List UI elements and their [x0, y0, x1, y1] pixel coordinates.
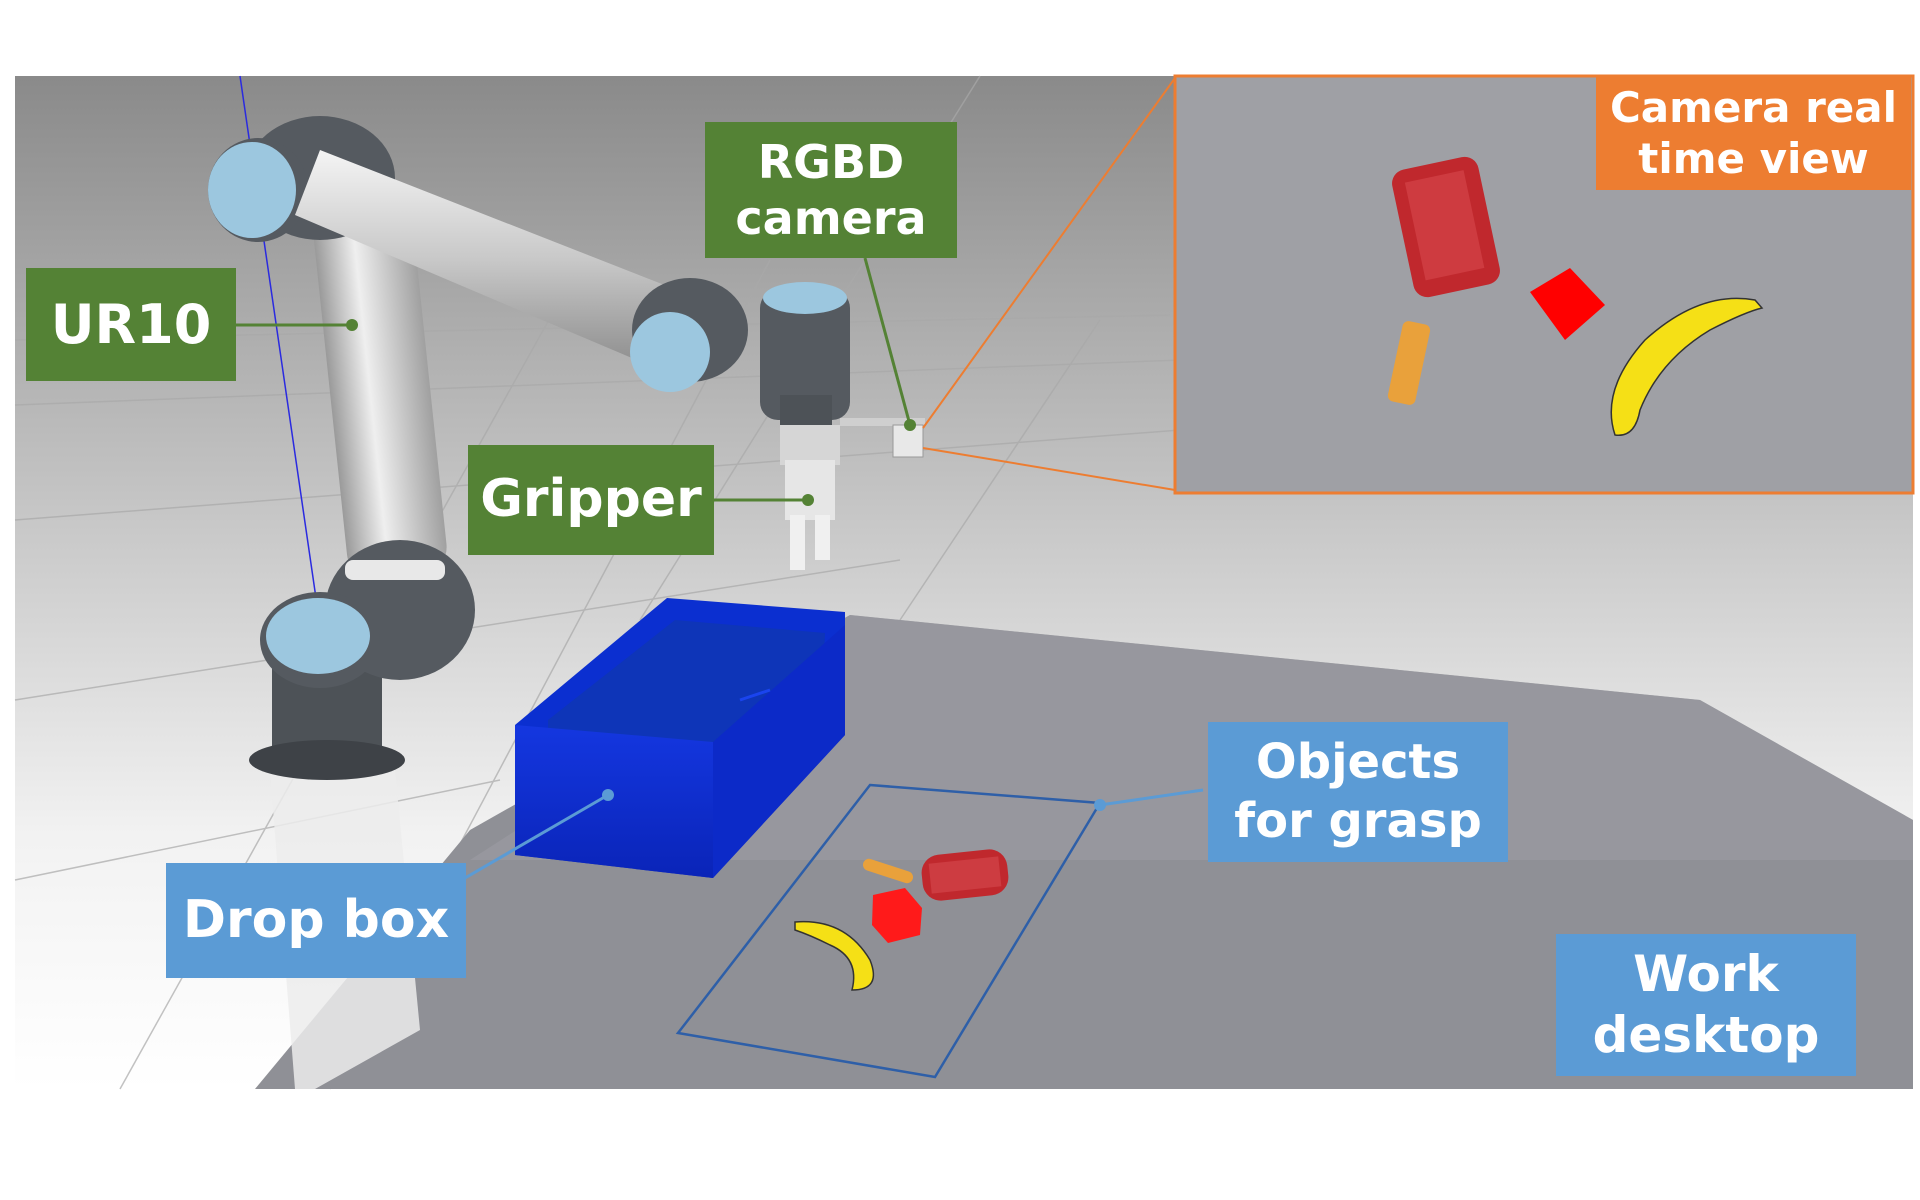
drop-box-label: Drop box — [166, 863, 466, 978]
gripper — [780, 425, 840, 570]
camera-cube — [1530, 268, 1605, 340]
objects-for-grasp-label: Objects for grasp — [1208, 722, 1508, 862]
camera-banana — [1610, 297, 1764, 437]
camera-view-projection-top — [922, 77, 1176, 429]
camera-view-label: Camera real time view — [1596, 76, 1911, 190]
camera-view-objects — [1387, 156, 1764, 437]
camera-cylinder — [1387, 321, 1431, 405]
ur10-robot — [208, 116, 850, 780]
work-desktop-label: Work desktop — [1556, 934, 1856, 1076]
leader-lines — [236, 257, 1204, 880]
camera-view-projection-bottom — [922, 447, 1176, 491]
ur10-label: UR10 — [26, 268, 236, 381]
table-cylinder — [862, 858, 914, 884]
drop-box — [515, 598, 845, 878]
rgbd-camera-label: RGBD camera — [705, 122, 957, 258]
table-objects — [794, 849, 1009, 991]
objects-region-outline — [675, 783, 1103, 1079]
table-banana — [794, 920, 875, 991]
table-cube — [872, 888, 922, 943]
gripper-label: Gripper — [468, 445, 714, 555]
